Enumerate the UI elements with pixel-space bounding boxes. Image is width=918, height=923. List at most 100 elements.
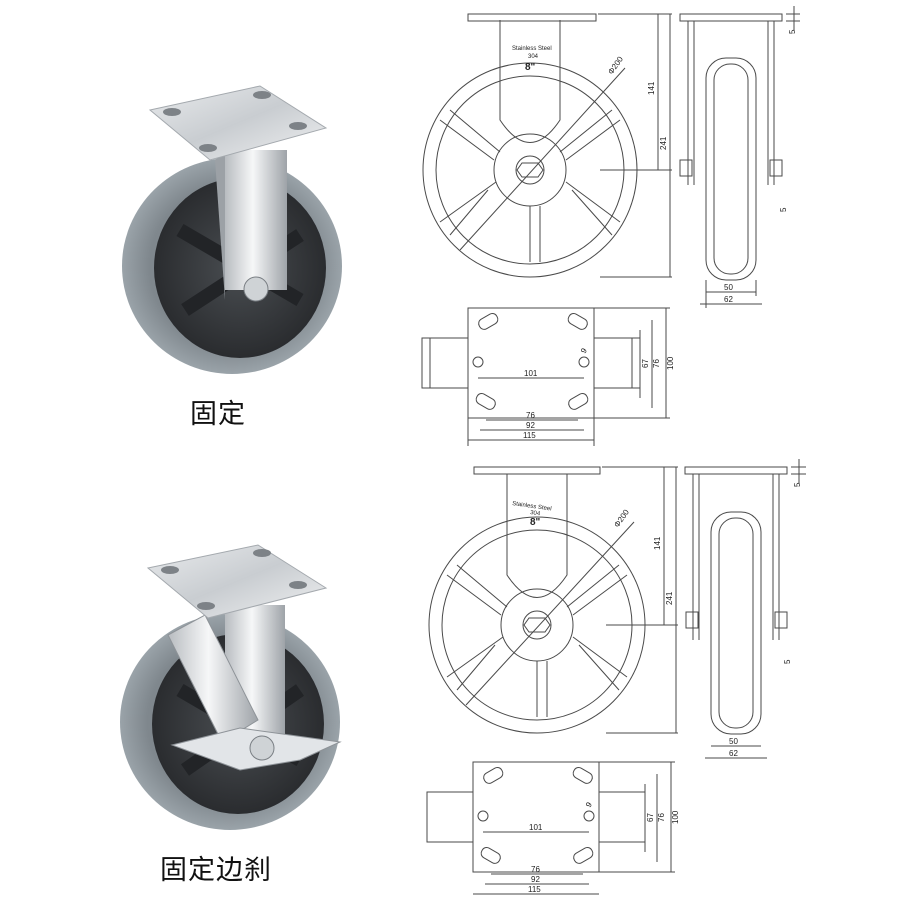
plate-hole: [163, 108, 181, 116]
slot-hole: [568, 393, 589, 410]
round-hole: [583, 810, 595, 822]
slot-hole: [480, 846, 501, 864]
size-label: 8": [525, 62, 536, 73]
caption-fixed: 固定: [190, 399, 246, 430]
round-hole: [472, 356, 484, 368]
side-view: [684, 459, 806, 759]
round-hole: [477, 810, 489, 822]
material-label: Stainless Steel: [512, 501, 552, 512]
diameter-leader: [465, 521, 635, 706]
bottom-76-dim: 76: [526, 411, 535, 420]
side-bolt: [769, 159, 783, 177]
drawing-set-brake: [426, 459, 806, 895]
side-fork: [687, 21, 775, 185]
bottom-92-dim: 92: [526, 421, 535, 430]
axle-nut-hex: [516, 162, 544, 178]
axle-nut: [249, 735, 275, 761]
grade-label: 304: [528, 54, 539, 60]
side-bolt: [774, 611, 788, 629]
side-tire: [710, 511, 762, 735]
material-label: Stainless Steel: [512, 46, 552, 52]
slot-hole: [483, 767, 504, 784]
top-view: [421, 307, 670, 446]
axle-nut: [243, 276, 269, 302]
drawing-set-fixed: [421, 6, 800, 446]
plate-hole: [289, 122, 307, 130]
fork-outline: [499, 20, 561, 143]
diameter-leader: [459, 67, 626, 251]
caption-fixed-brake: 固定边刹: [160, 855, 272, 886]
slot-hole: [478, 312, 499, 330]
mounting-plate: [146, 544, 328, 619]
bottom-115-dim: 115: [523, 431, 536, 440]
wheel-under: [598, 791, 646, 843]
grade-label: 304: [530, 510, 541, 517]
plate-76-dim: 76: [652, 359, 661, 368]
labels-set-1: Stainless Steel 304 8" Φ200 141 241 5 5 …: [512, 29, 797, 440]
side-tire-inner: [713, 63, 749, 275]
wheel-under: [421, 337, 469, 389]
side-tire: [705, 57, 757, 281]
plate-thickness-dim: 5: [793, 482, 802, 487]
side-bolt: [679, 159, 693, 177]
plate-67-dim: 67: [646, 813, 655, 822]
plate-hole: [289, 581, 307, 589]
total-height-dim: 241: [665, 591, 674, 605]
plate-height-dim: 141: [653, 536, 662, 550]
bottom-76-dim: 76: [531, 865, 540, 874]
top-plate: [467, 13, 597, 22]
diameter-dim: Φ200: [606, 54, 625, 76]
plate-100-dim: 100: [666, 356, 675, 370]
fork-outline: [506, 474, 568, 598]
hole-span-dim: 101: [524, 369, 538, 378]
slot-dim: 9: [579, 346, 589, 355]
side-plate: [679, 13, 783, 22]
fork-leg: [225, 150, 287, 290]
plate-thickness-dim: 5: [788, 29, 797, 34]
bottom-92-dim: 92: [531, 875, 540, 884]
side-view: [679, 6, 800, 308]
axle-circle: [515, 155, 545, 185]
side-plate: [684, 466, 788, 475]
top-view: [426, 761, 675, 895]
plate-hole: [253, 549, 271, 557]
fork-width-dim: 62: [729, 749, 738, 758]
side-fork: [692, 474, 780, 640]
plate-100-dim: 100: [671, 810, 680, 824]
round-hole: [578, 356, 590, 368]
plate-hole: [253, 91, 271, 99]
axle-circle: [522, 610, 552, 640]
total-height-dim: 241: [659, 136, 668, 150]
brake-arm: [167, 614, 259, 743]
hole-span-dim: 101: [529, 823, 543, 832]
bottom-115-dim: 115: [528, 885, 541, 894]
slot-hole: [567, 313, 588, 330]
plate-hole: [161, 566, 179, 574]
diameter-dim: Φ200: [612, 507, 631, 529]
spokes: [439, 109, 621, 262]
fixed-caster-photo: [122, 85, 342, 374]
slot-hole: [475, 392, 496, 410]
plate-outline: [472, 761, 600, 873]
offset-dim: 5: [783, 659, 792, 664]
plate-hole: [199, 144, 217, 152]
plate-height-dim: 141: [647, 81, 656, 95]
top-plate: [473, 466, 601, 475]
wheel-under: [426, 791, 474, 843]
spokes: [446, 564, 628, 717]
fixed-brake-caster-photo: [120, 544, 342, 830]
wheel-width-dim: 50: [729, 737, 738, 746]
front-view: [428, 466, 678, 734]
wheel-under: [593, 337, 641, 389]
plate-67-dim: 67: [641, 359, 650, 368]
mounting-plate: [148, 85, 328, 161]
side-tire-inner: [718, 517, 754, 729]
wheel-width-dim: 50: [724, 283, 733, 292]
front-view: [422, 13, 672, 278]
plate-hole: [197, 602, 215, 610]
slot-dim: 9: [584, 800, 594, 809]
fork-leg-side: [215, 150, 225, 300]
slot-hole: [573, 846, 594, 864]
side-bolt: [685, 611, 699, 629]
